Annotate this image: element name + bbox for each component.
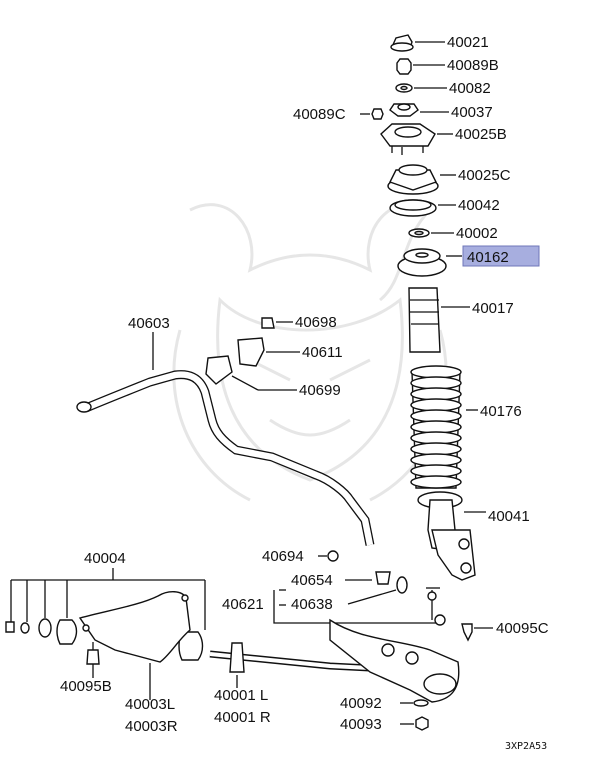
label-40037[interactable]: 40037	[451, 104, 493, 121]
label-40162[interactable]: 40162	[467, 249, 509, 266]
part-40037[interactable]	[389, 103, 449, 117]
part-40093[interactable]	[400, 716, 429, 731]
spring-coil	[410, 475, 462, 489]
part-40611[interactable]	[237, 337, 300, 367]
label-40021[interactable]: 40021	[447, 34, 489, 51]
label-40042[interactable]: 40042	[458, 197, 500, 214]
part-40025b[interactable]	[380, 123, 453, 155]
label-40611[interactable]: 40611	[302, 344, 343, 361]
label-40025c[interactable]: 40025C	[458, 167, 511, 184]
part-40004[interactable]	[5, 568, 206, 661]
part-40095b[interactable]	[86, 642, 100, 678]
part-40017[interactable]	[408, 287, 470, 353]
spring-coil	[410, 442, 462, 456]
label-40694[interactable]: 40694	[262, 548, 304, 565]
label-40638[interactable]: 40638	[291, 596, 333, 613]
spring-coil	[410, 431, 462, 445]
label-40093[interactable]: 40093	[340, 716, 382, 733]
label-40004[interactable]: 40004	[84, 550, 126, 567]
label-40621[interactable]: 40621	[222, 596, 264, 613]
spring-coil	[410, 365, 462, 379]
part-40042[interactable]	[389, 199, 456, 217]
label-40003r[interactable]: 40003R	[125, 718, 178, 735]
label-40089c[interactable]: 40089C	[293, 106, 346, 123]
label-40025b[interactable]: 40025B	[455, 126, 507, 143]
part-40082[interactable]	[395, 83, 447, 93]
label-40082[interactable]: 40082	[449, 80, 491, 97]
label-40001l[interactable]: 40001 L	[214, 687, 268, 704]
spring-coil	[410, 387, 462, 401]
part-40699[interactable]	[205, 355, 297, 391]
label-40095b[interactable]: 40095B	[60, 678, 112, 695]
drawing-code: 3XP2A53	[505, 741, 547, 752]
part-40603[interactable]	[76, 332, 375, 546]
label-40654[interactable]: 40654	[291, 572, 333, 589]
spring-coil	[410, 420, 462, 434]
label-40041[interactable]: 40041	[488, 508, 530, 525]
spring-coil	[410, 398, 462, 412]
part-40654[interactable]	[345, 571, 391, 585]
part-40021[interactable]	[390, 34, 445, 52]
part-40095c[interactable]	[461, 623, 493, 642]
spring-coil	[410, 453, 462, 467]
label-40002[interactable]: 40002	[456, 225, 498, 242]
part-40621[interactable]	[273, 587, 446, 626]
spring-coil	[410, 409, 462, 423]
part-40003[interactable]	[78, 591, 191, 700]
part-40041[interactable]	[417, 491, 486, 581]
highlight-box-40162	[462, 245, 540, 267]
label-40001r[interactable]: 40001 R	[214, 709, 271, 726]
part-40698[interactable]	[261, 317, 293, 329]
part-40025c[interactable]	[387, 164, 456, 195]
part-40001[interactable]	[209, 618, 460, 703]
part-40089c[interactable]	[360, 108, 384, 120]
label-40176[interactable]: 40176	[480, 403, 522, 420]
label-40089b[interactable]: 40089B	[447, 57, 499, 74]
label-40698[interactable]: 40698	[295, 314, 337, 331]
label-40095c[interactable]: 40095C	[496, 620, 549, 637]
part-40638[interactable]	[347, 576, 408, 605]
label-40003l[interactable]: 40003L	[125, 696, 175, 713]
part-40162[interactable]	[397, 248, 462, 277]
label-40603[interactable]: 40603	[128, 315, 170, 332]
spring-coil	[410, 376, 462, 390]
part-40176[interactable]	[410, 365, 478, 489]
part-40092[interactable]	[400, 699, 429, 707]
spring-coil	[410, 464, 462, 478]
label-40017[interactable]: 40017	[472, 300, 514, 317]
part-40002[interactable]	[408, 228, 454, 238]
part-40089b[interactable]	[396, 58, 445, 75]
part-labels: 40021 40089B 40082 40037 40089C 40025B 4…	[60, 34, 549, 752]
label-40092[interactable]: 40092	[340, 695, 382, 712]
part-40694[interactable]	[318, 550, 339, 562]
label-40699[interactable]: 40699	[299, 382, 341, 399]
